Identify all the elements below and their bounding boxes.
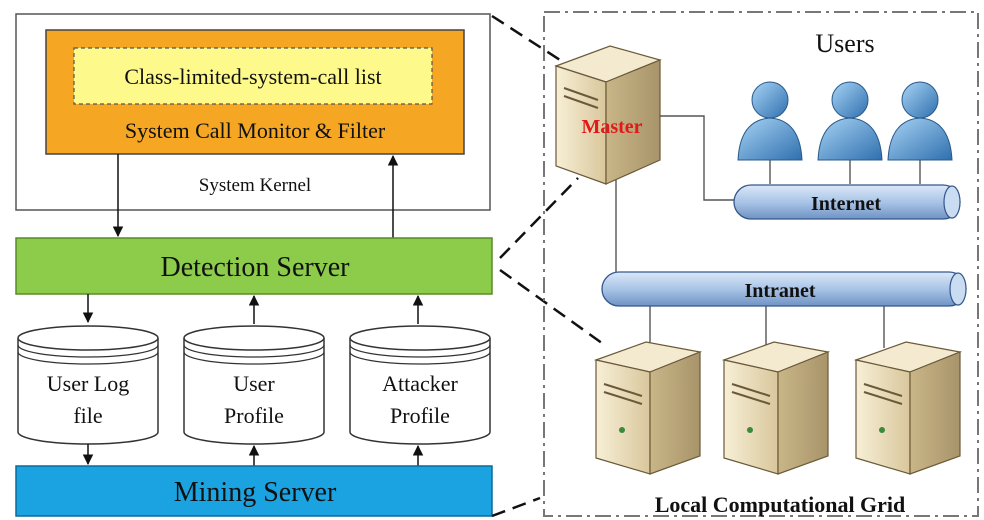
database-user-log: User Log file — [17, 325, 159, 445]
userlog-line2: file — [73, 403, 102, 428]
grid-server-icon — [721, 341, 831, 475]
master-server-icon: Master — [554, 45, 662, 185]
internet-label: Internet — [811, 193, 881, 215]
mining-server-label: Mining Server — [174, 477, 337, 508]
intranet-label: Intranet — [744, 280, 815, 302]
grid-server-icon — [853, 341, 963, 475]
grid-dashdot-box — [543, 11, 979, 517]
database-attacker-profile: Attacker Profile — [349, 325, 491, 445]
grid-label: Local Computational Grid — [655, 492, 906, 517]
master-label: Master — [581, 116, 642, 138]
zoom-line-mining-bottom — [491, 496, 541, 518]
system-kernel-label: System Kernel — [199, 175, 311, 196]
zoom-line-detection-down — [499, 268, 607, 348]
user-icon — [737, 81, 803, 161]
network-lines — [615, 115, 921, 348]
userprofile-line2: Profile — [224, 403, 284, 428]
userprofile-line1: User — [233, 371, 275, 396]
user-icon — [817, 81, 883, 161]
attacker-line1: Attacker — [382, 371, 458, 396]
class-list-label: Class-limited-system-call list — [124, 64, 381, 89]
mining-server-box — [15, 465, 493, 517]
database-user-profile: User Profile — [183, 325, 325, 445]
zoom-line-detection-up — [499, 177, 579, 259]
userlog-line1: User Log — [47, 371, 129, 396]
user-icon — [887, 81, 953, 161]
grid-server-icon — [593, 341, 703, 475]
class-list-box — [73, 47, 433, 105]
detection-server-box — [15, 237, 493, 295]
detection-server-label: Detection Server — [161, 252, 351, 283]
attacker-line2: Profile — [390, 403, 450, 428]
monitor-filter-label: System Call Monitor & Filter — [125, 118, 386, 143]
internet-bus: Internet — [733, 184, 961, 220]
intranet-bus: Intranet — [601, 271, 967, 307]
users-label: Users — [815, 29, 874, 58]
zoom-line-kernel-top — [491, 14, 561, 62]
